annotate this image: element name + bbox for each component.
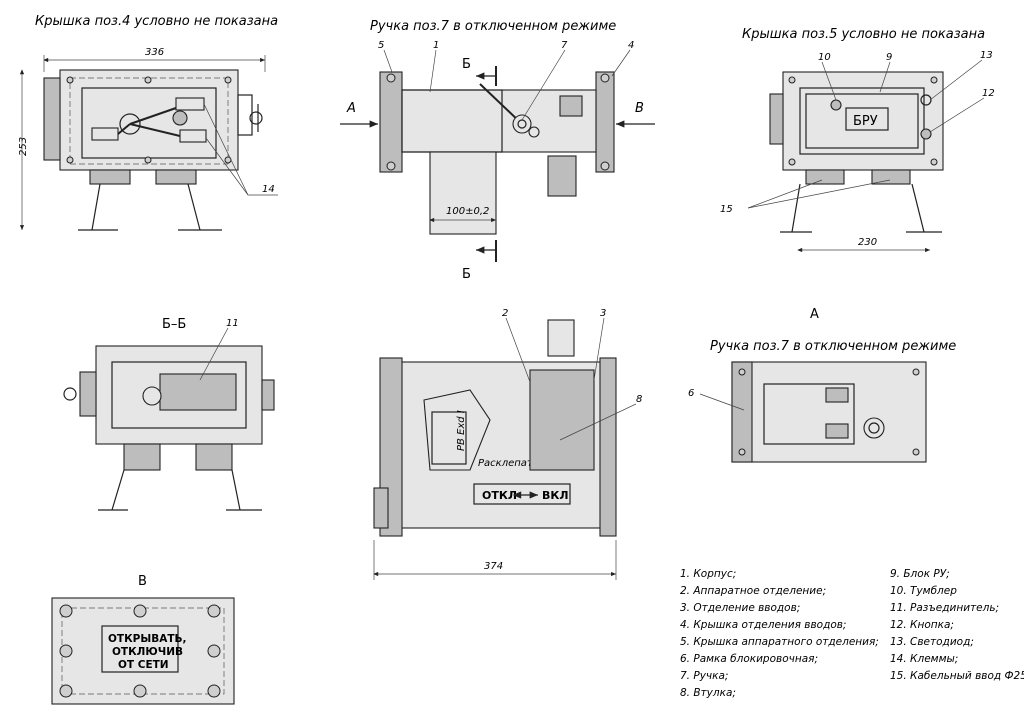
- callout-13: 13: [980, 50, 993, 61]
- enclosure-body: [59, 69, 239, 171]
- view-a-title: А: [810, 307, 819, 322]
- legend-right-15: 15. Кабельный ввод Ф25.: [890, 670, 1024, 682]
- legend-left-8: 8. Втулка;: [680, 687, 736, 699]
- callout-1: 1: [433, 40, 439, 51]
- dim-336: 336: [145, 47, 164, 58]
- dim-230: 230: [858, 237, 877, 248]
- view-center-section: PB Exd I Расклепать ОТКЛ ВКЛ 374 2 3 8: [373, 308, 642, 580]
- callout-10: 10: [818, 52, 831, 63]
- rasklepat-label: Расклепать: [478, 458, 539, 469]
- warning-line-3: ОТ СЕТИ: [118, 659, 169, 671]
- view-top-left: Крышка поз.4 условно не показана 336 253: [18, 14, 278, 231]
- callout-3: 3: [600, 308, 606, 319]
- callout-14: 14: [262, 184, 275, 195]
- section-bb-title: Б–Б: [162, 317, 186, 332]
- callout-6: 6: [688, 388, 694, 399]
- legend-left-2: 2. Аппаратное отделение;: [680, 585, 826, 597]
- callout-5: 5: [378, 40, 384, 51]
- legend-left-5: 5. Крышка аппаратного отделения;: [680, 636, 879, 648]
- warning-line-2: ОТКЛЮЧИВ: [112, 646, 183, 658]
- legend-left-4: 4. Крышка отделения вводов;: [680, 619, 846, 631]
- callout-4: 4: [628, 40, 634, 51]
- view-top-center-title: Ручка поз.7 в отключенном режиме: [370, 19, 616, 34]
- callout-15: 15: [720, 204, 733, 215]
- callout-8: 8: [636, 394, 642, 405]
- legend-left-6: 6. Рамка блокировочная;: [680, 653, 818, 665]
- callout-11: 11: [226, 318, 239, 329]
- legend: 1. Корпус; 2. Аппаратное отделение; 3. О…: [680, 568, 1024, 699]
- view-b-title: В: [138, 574, 147, 589]
- view-top-right-title: Крышка поз.5 условно не показана: [742, 27, 985, 42]
- legend-right-13: 13. Светодиод;: [890, 636, 974, 648]
- view-a-subtitle: Ручка поз.7 в отключенном режиме: [710, 339, 956, 354]
- legend-left-3: 3. Отделение вводов;: [680, 602, 800, 614]
- legend-right-12: 12. Кнопка;: [890, 619, 954, 631]
- bru-label: БРУ: [853, 114, 878, 129]
- legend-left-1: 1. Корпус;: [680, 568, 736, 580]
- legend-right-9: 9. Блок РУ;: [890, 568, 950, 580]
- view-section-bb: Б–Б 11: [63, 317, 275, 511]
- pb-exd-plate: PB Exd I: [456, 410, 467, 451]
- warning-plate: [101, 625, 179, 673]
- view-a: А Ручка поз.7 в отключенном режиме 6: [688, 307, 956, 463]
- vkl-label: ВКЛ: [542, 489, 569, 502]
- warning-line-1: ОТКРЫВАТЬ,: [108, 633, 187, 645]
- dim-100: 100±0,2: [446, 206, 489, 217]
- arrow-a-label: А: [346, 101, 356, 116]
- section-b-bottom-label: Б: [462, 267, 471, 282]
- section-b-top-label: Б: [462, 57, 471, 72]
- legend-left-7: 7. Ручка;: [680, 670, 728, 682]
- dim-253: 253: [18, 137, 29, 156]
- view-top-center: Ручка поз.7 в отключенном режиме А В Б Б…: [340, 19, 655, 282]
- right-flange: [595, 71, 615, 173]
- callout-2: 2: [502, 308, 508, 319]
- view-top-right: Крышка поз.5 условно не показана БРУ 230…: [720, 27, 995, 253]
- view-top-left-title: Крышка поз.4 условно не показана: [35, 14, 278, 29]
- legend-right-11: 11. Разъединитель;: [890, 602, 999, 614]
- callout-12: 12: [982, 88, 995, 99]
- view-b: В ОТКРЫВАТЬ, ОТКЛЮЧИВ ОТ СЕТИ: [51, 574, 235, 705]
- legend-right-10: 10. Тумблер: [890, 585, 957, 597]
- arrow-b-label: В: [635, 101, 644, 116]
- dim-374: 374: [484, 561, 503, 572]
- left-flange: [379, 71, 403, 173]
- callout-7: 7: [561, 40, 568, 51]
- legend-right-14: 14. Клеммы;: [890, 653, 958, 665]
- callout-9: 9: [886, 52, 892, 63]
- otkl-label: ОТКЛ: [482, 489, 517, 502]
